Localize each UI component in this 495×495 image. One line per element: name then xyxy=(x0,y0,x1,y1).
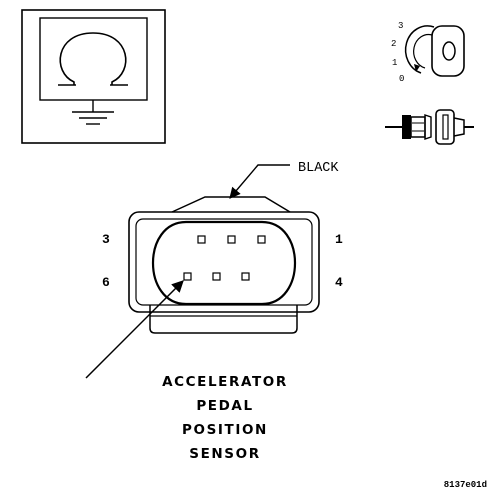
pin-label-6: 6 xyxy=(102,275,110,290)
cavity-2 xyxy=(227,235,236,244)
component-leader-arrow xyxy=(85,280,184,379)
ground-icon xyxy=(72,100,114,125)
cavity-5 xyxy=(212,272,221,281)
ohmmeter-symbol-box xyxy=(21,9,166,144)
component-title-line-2: PEDAL xyxy=(196,398,253,414)
cavity-3 xyxy=(197,235,206,244)
omega-icon xyxy=(58,32,128,86)
ignition-key-icon: 3 2 1 0 xyxy=(391,21,465,84)
connector-color-label: BLACK xyxy=(298,161,339,176)
pin-label-3: 3 xyxy=(102,232,110,247)
component-title-line-4: SENSOR xyxy=(189,446,260,462)
cavity-6 xyxy=(183,272,192,281)
terminal-pin-icon xyxy=(385,109,474,145)
ignition-position-1: 1 xyxy=(392,58,397,68)
component-title-line-1: ACCELERATOR xyxy=(162,374,288,390)
cavity-4 xyxy=(241,272,250,281)
figure-code: 8137e01d xyxy=(444,480,487,490)
pin-label-4: 4 xyxy=(335,275,343,290)
component-title-line-3: POSITION xyxy=(182,422,268,438)
cavity-1 xyxy=(257,235,266,244)
connector-color-callout: BLACK xyxy=(229,161,339,199)
pin-label-1: 1 xyxy=(335,232,343,247)
ignition-position-2: 2 xyxy=(391,39,396,49)
ignition-position-3: 3 xyxy=(398,21,403,31)
ignition-position-0: 0 xyxy=(399,74,404,84)
component-title: ACCELERATOR PEDAL POSITION SENSOR xyxy=(162,374,288,462)
connector-face xyxy=(128,196,320,334)
